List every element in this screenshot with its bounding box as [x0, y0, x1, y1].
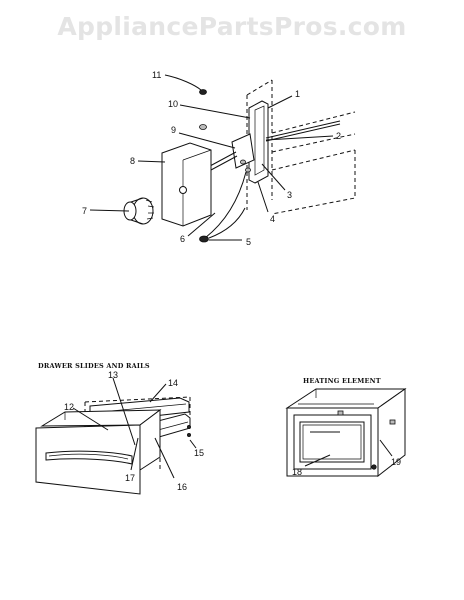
- leader-13: [112, 377, 136, 446]
- leader-9: [178, 132, 236, 149]
- leader-14: [149, 383, 167, 403]
- screw-11: [199, 89, 207, 95]
- callout-1: 1: [295, 89, 300, 99]
- callout-12: 12: [64, 402, 74, 412]
- leader-16: [154, 437, 175, 479]
- bracket-inner-face: [254, 105, 265, 176]
- leader-7: [89, 209, 130, 212]
- leader-18: [304, 454, 331, 467]
- leader-15: [189, 439, 197, 449]
- callout-5: 5: [246, 237, 251, 247]
- leader-8: [137, 160, 166, 163]
- housing-dash-lower: [271, 149, 356, 171]
- wire-lead: [208, 207, 246, 239]
- sensor-rod-upper: [265, 120, 341, 139]
- leader-1: [267, 95, 293, 109]
- leader-2: [265, 135, 334, 141]
- screw-9: [199, 124, 207, 130]
- housing-dash-top: [246, 79, 273, 96]
- section-title-drawer: DRAWER SLIDES AND RAILS: [38, 362, 150, 370]
- housing-dash-mid: [271, 133, 356, 153]
- callout-11: 11: [152, 70, 161, 80]
- callout-4: 4: [270, 214, 275, 224]
- watermark-text: AppliancePartsPros.com: [57, 12, 407, 41]
- leader-4: [257, 181, 269, 213]
- leader-3: [261, 163, 286, 191]
- callout-3: 3: [287, 190, 292, 200]
- callout-10: 10: [168, 99, 178, 109]
- heater-screw: [371, 464, 377, 470]
- callout-16: 16: [177, 482, 187, 492]
- sensor-rod-lower: [265, 123, 341, 142]
- leader-19: [379, 439, 393, 457]
- screw-small: [240, 159, 246, 165]
- connector-5: [199, 235, 209, 243]
- control-knob: [123, 197, 155, 225]
- heating-coil-inner: [302, 424, 362, 460]
- cover-top-edge: [182, 149, 212, 161]
- housing-dash-upper: [271, 111, 356, 134]
- leader-6: [187, 212, 216, 237]
- callout-13: 13: [108, 370, 118, 380]
- leader-11: [164, 74, 202, 91]
- callout-numbers: 1 2 3 4 5 6 7 8 9 10 11 12 13 14 15 16 1…: [64, 70, 401, 492]
- thermostat-shaft: [209, 151, 237, 167]
- callout-15: 15: [194, 448, 204, 458]
- terminal-b: [389, 419, 396, 425]
- heater-window: [293, 414, 372, 470]
- screw-small-2: [245, 167, 251, 173]
- cover-plate: [161, 142, 212, 227]
- rail-top-dash: [84, 396, 191, 403]
- callout-17: 17: [125, 473, 135, 483]
- thermostat-shaft-lower: [210, 155, 238, 171]
- callout-2: 2: [336, 131, 341, 141]
- drawer-assembly: [35, 396, 191, 495]
- screw-15b: [186, 432, 191, 437]
- callout-19: 19: [391, 457, 401, 467]
- mounting-bracket: [248, 100, 269, 184]
- callout-14: 14: [168, 378, 178, 388]
- leader-12: [72, 407, 109, 431]
- top-leaders: [89, 74, 334, 241]
- callout-7: 7: [82, 206, 87, 216]
- section-title-heating: HEATING ELEMENT: [303, 377, 381, 385]
- heater-inner-top: [298, 389, 374, 405]
- control-assembly: [123, 79, 356, 243]
- housing-dash-box: [271, 150, 356, 215]
- callout-8: 8: [130, 156, 135, 166]
- heating-coil-outer: [299, 421, 365, 463]
- screw-15a: [186, 424, 191, 429]
- heating-leaders: [304, 439, 393, 467]
- leader-10: [179, 104, 251, 119]
- drawer-leaders: [72, 377, 197, 479]
- leader-17: [130, 437, 139, 471]
- callout-6: 6: [180, 234, 185, 244]
- terminal-a: [337, 410, 344, 416]
- handle-highlight: [48, 453, 129, 460]
- heating-assembly: [285, 388, 407, 478]
- callout-9: 9: [171, 125, 176, 135]
- thermostat-body: [231, 133, 255, 169]
- capillary-tube: [204, 171, 247, 239]
- cover-hole: [179, 186, 187, 194]
- callout-18: 18: [292, 467, 302, 477]
